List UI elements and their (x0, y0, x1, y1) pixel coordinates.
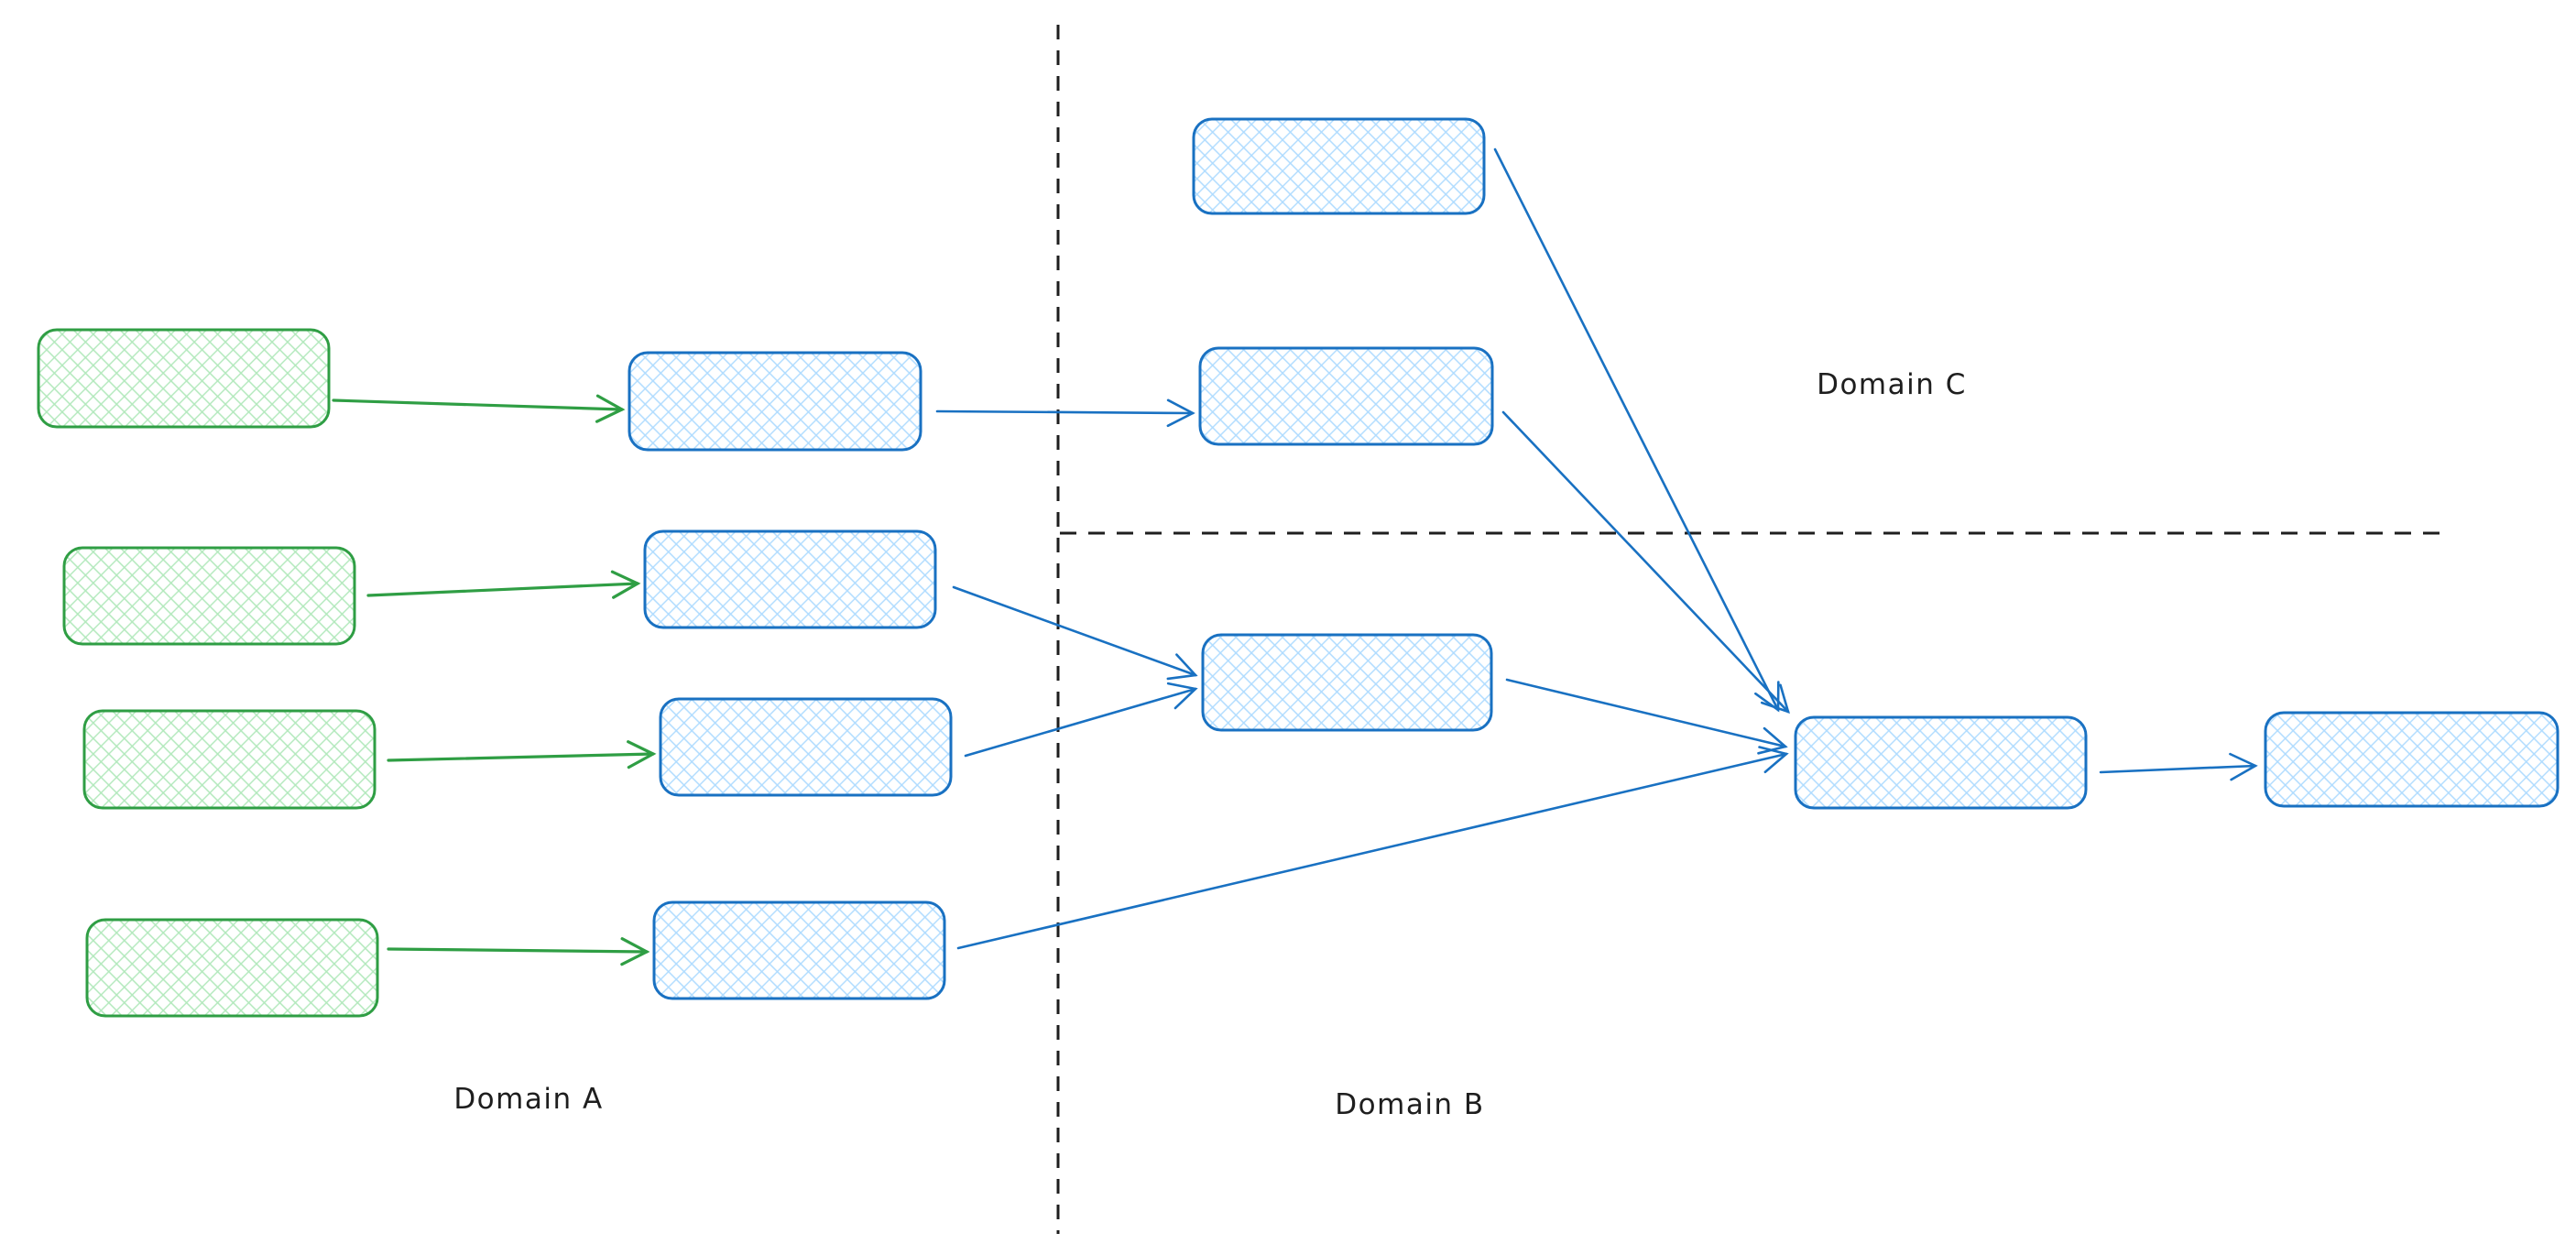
edge-a-process-4-to-b-aggregator (956, 746, 1789, 950)
node-domain-a-input-1 (37, 328, 331, 429)
edge-c-box-1-to-b-aggregator (1493, 147, 1780, 713)
node-domain-a-process-2 (643, 529, 937, 629)
node-domain-b-output (2264, 711, 2560, 808)
node-domain-a-input-2 (62, 546, 356, 646)
node-domain-b-aggregator (1794, 715, 2088, 810)
edge-c-box-2-to-b-aggregator (1501, 410, 1790, 715)
node-domain-c-box-1 (1192, 117, 1486, 215)
node-domain-a-process-1 (628, 351, 922, 452)
node-domain-a-process-3 (659, 697, 953, 797)
domain-a-label: Domain A (453, 1083, 603, 1116)
edge-a-input-2-to-a-process-2 (366, 570, 641, 599)
node-domain-c-box-2 (1198, 346, 1494, 446)
edge-b-aggregator-to-b-output (2099, 752, 2258, 781)
edge-a-input-1-to-a-process-1 (332, 394, 626, 423)
edge-a-input-4-to-a-process-4 (387, 937, 650, 966)
node-domain-a-input-3 (82, 709, 377, 810)
edge-a-process-3-to-b-box-1 (964, 682, 1198, 758)
domain-c-label: Domain C (1817, 368, 1967, 401)
edge-a-process-2-to-b-box-1 (952, 585, 1198, 681)
edge-b-box-1-to-b-aggregator (1505, 678, 1788, 755)
domain-b-label: Domain B (1335, 1088, 1484, 1121)
node-domain-a-input-4 (85, 918, 379, 1018)
node-domain-b-box-1 (1201, 633, 1493, 732)
edge-a-input-3-to-a-process-3 (387, 740, 657, 769)
node-domain-a-process-4 (652, 900, 946, 1000)
edge-a-process-1-to-c-box-2 (935, 398, 1195, 428)
